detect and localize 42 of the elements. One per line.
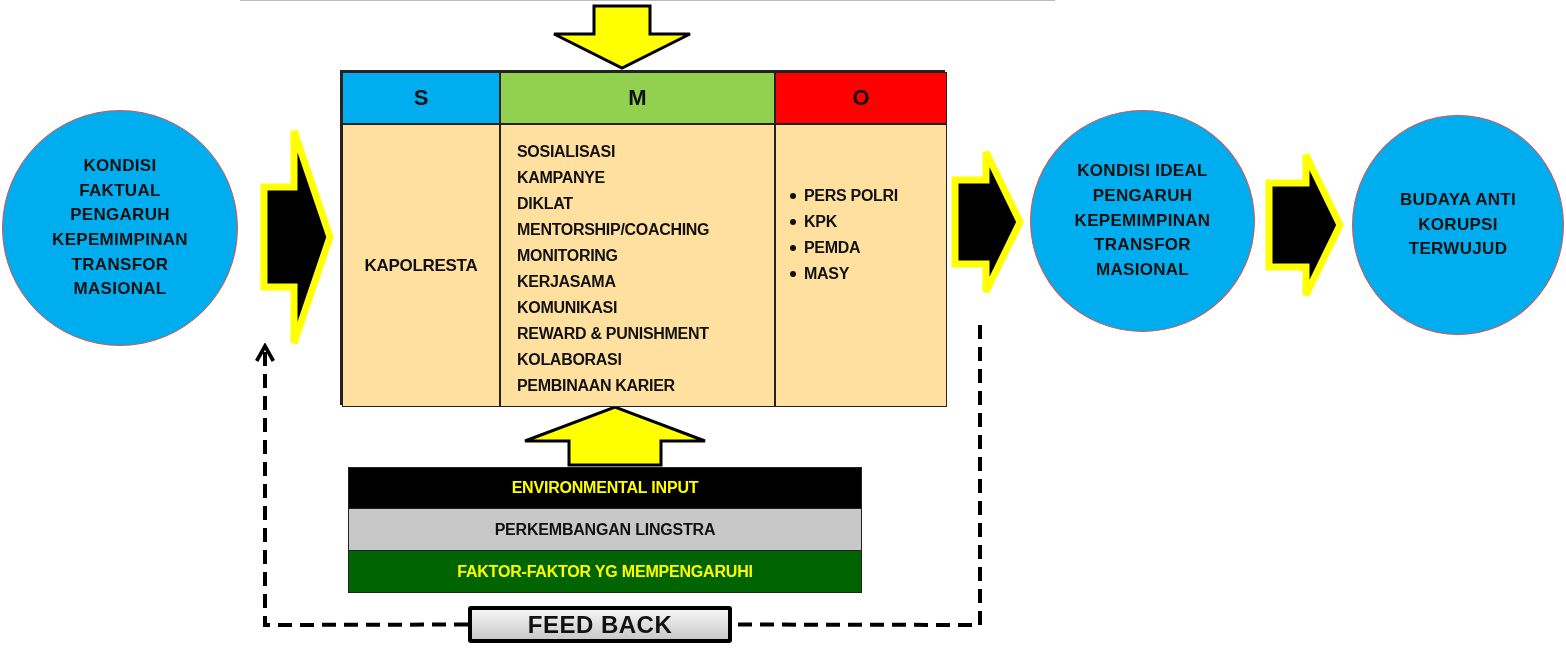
table-cell (342, 124, 500, 407)
column-heading: S (413, 85, 429, 111)
banner-text: ENVIRONMENTAL INPUT (511, 479, 699, 497)
cell-text: KAPOLRESTA (364, 255, 478, 276)
list-item: DIKLAT (517, 194, 573, 214)
list-item: KERJASAMA (517, 272, 616, 292)
banner-bar (348, 550, 862, 593)
table-cell (775, 124, 947, 407)
circle-label: BUDAYA ANTI KORUPSI TERWUJUD (1399, 189, 1517, 261)
block-arrow (523, 405, 707, 467)
circle-label: KONDISI FAKTUAL PENGARUH KEPEMIMPINAN TRANSFOR MASIONAL (51, 155, 189, 301)
circle-label: KONDISI IDEAL PENGARUH KEPEMIMPINAN TRANSFOR MASIONAL (1073, 160, 1212, 281)
smo-table (340, 70, 945, 405)
dashed-arrow (254, 344, 468, 627)
block-arrow (552, 4, 692, 70)
block-arrow (260, 127, 334, 347)
feedback-box (468, 606, 732, 643)
banner-text: PERKEMBANGAN LINGSTRA (494, 520, 716, 539)
header-cell (342, 72, 500, 124)
list-item: MENTORSHIP/COACHING (517, 220, 710, 240)
column-heading: O (852, 85, 870, 111)
list-item: KOLABORASI (517, 350, 622, 370)
bullet-item: PEMDA (804, 238, 861, 258)
block-arrow (1265, 151, 1344, 299)
table-cell (500, 124, 775, 407)
banner-bar (348, 467, 862, 509)
list-item: MONITORING (517, 246, 618, 266)
column-heading: M (628, 85, 647, 111)
bullet-item: MASY (804, 264, 850, 284)
list-item: KOMUNIKASI (517, 298, 618, 318)
list-item: REWARD & PUNISHMENT (517, 324, 709, 344)
header-cell (775, 72, 947, 124)
banner-text: FAKTOR-FAKTOR YG MEMPENGARUHI (457, 562, 753, 581)
block-arrow (951, 148, 1024, 296)
list-item: KAMPANYE (517, 168, 605, 188)
list-item: SOSIALISASI (517, 142, 616, 162)
banner-bar (348, 508, 862, 551)
list-item: PEMBINAAN KARIER (517, 376, 675, 396)
bullet-item: PERS POLRI (804, 186, 898, 206)
bullet-item: KPK (804, 212, 837, 232)
header-cell (500, 72, 775, 124)
feedback-label: FEED BACK (527, 610, 673, 639)
